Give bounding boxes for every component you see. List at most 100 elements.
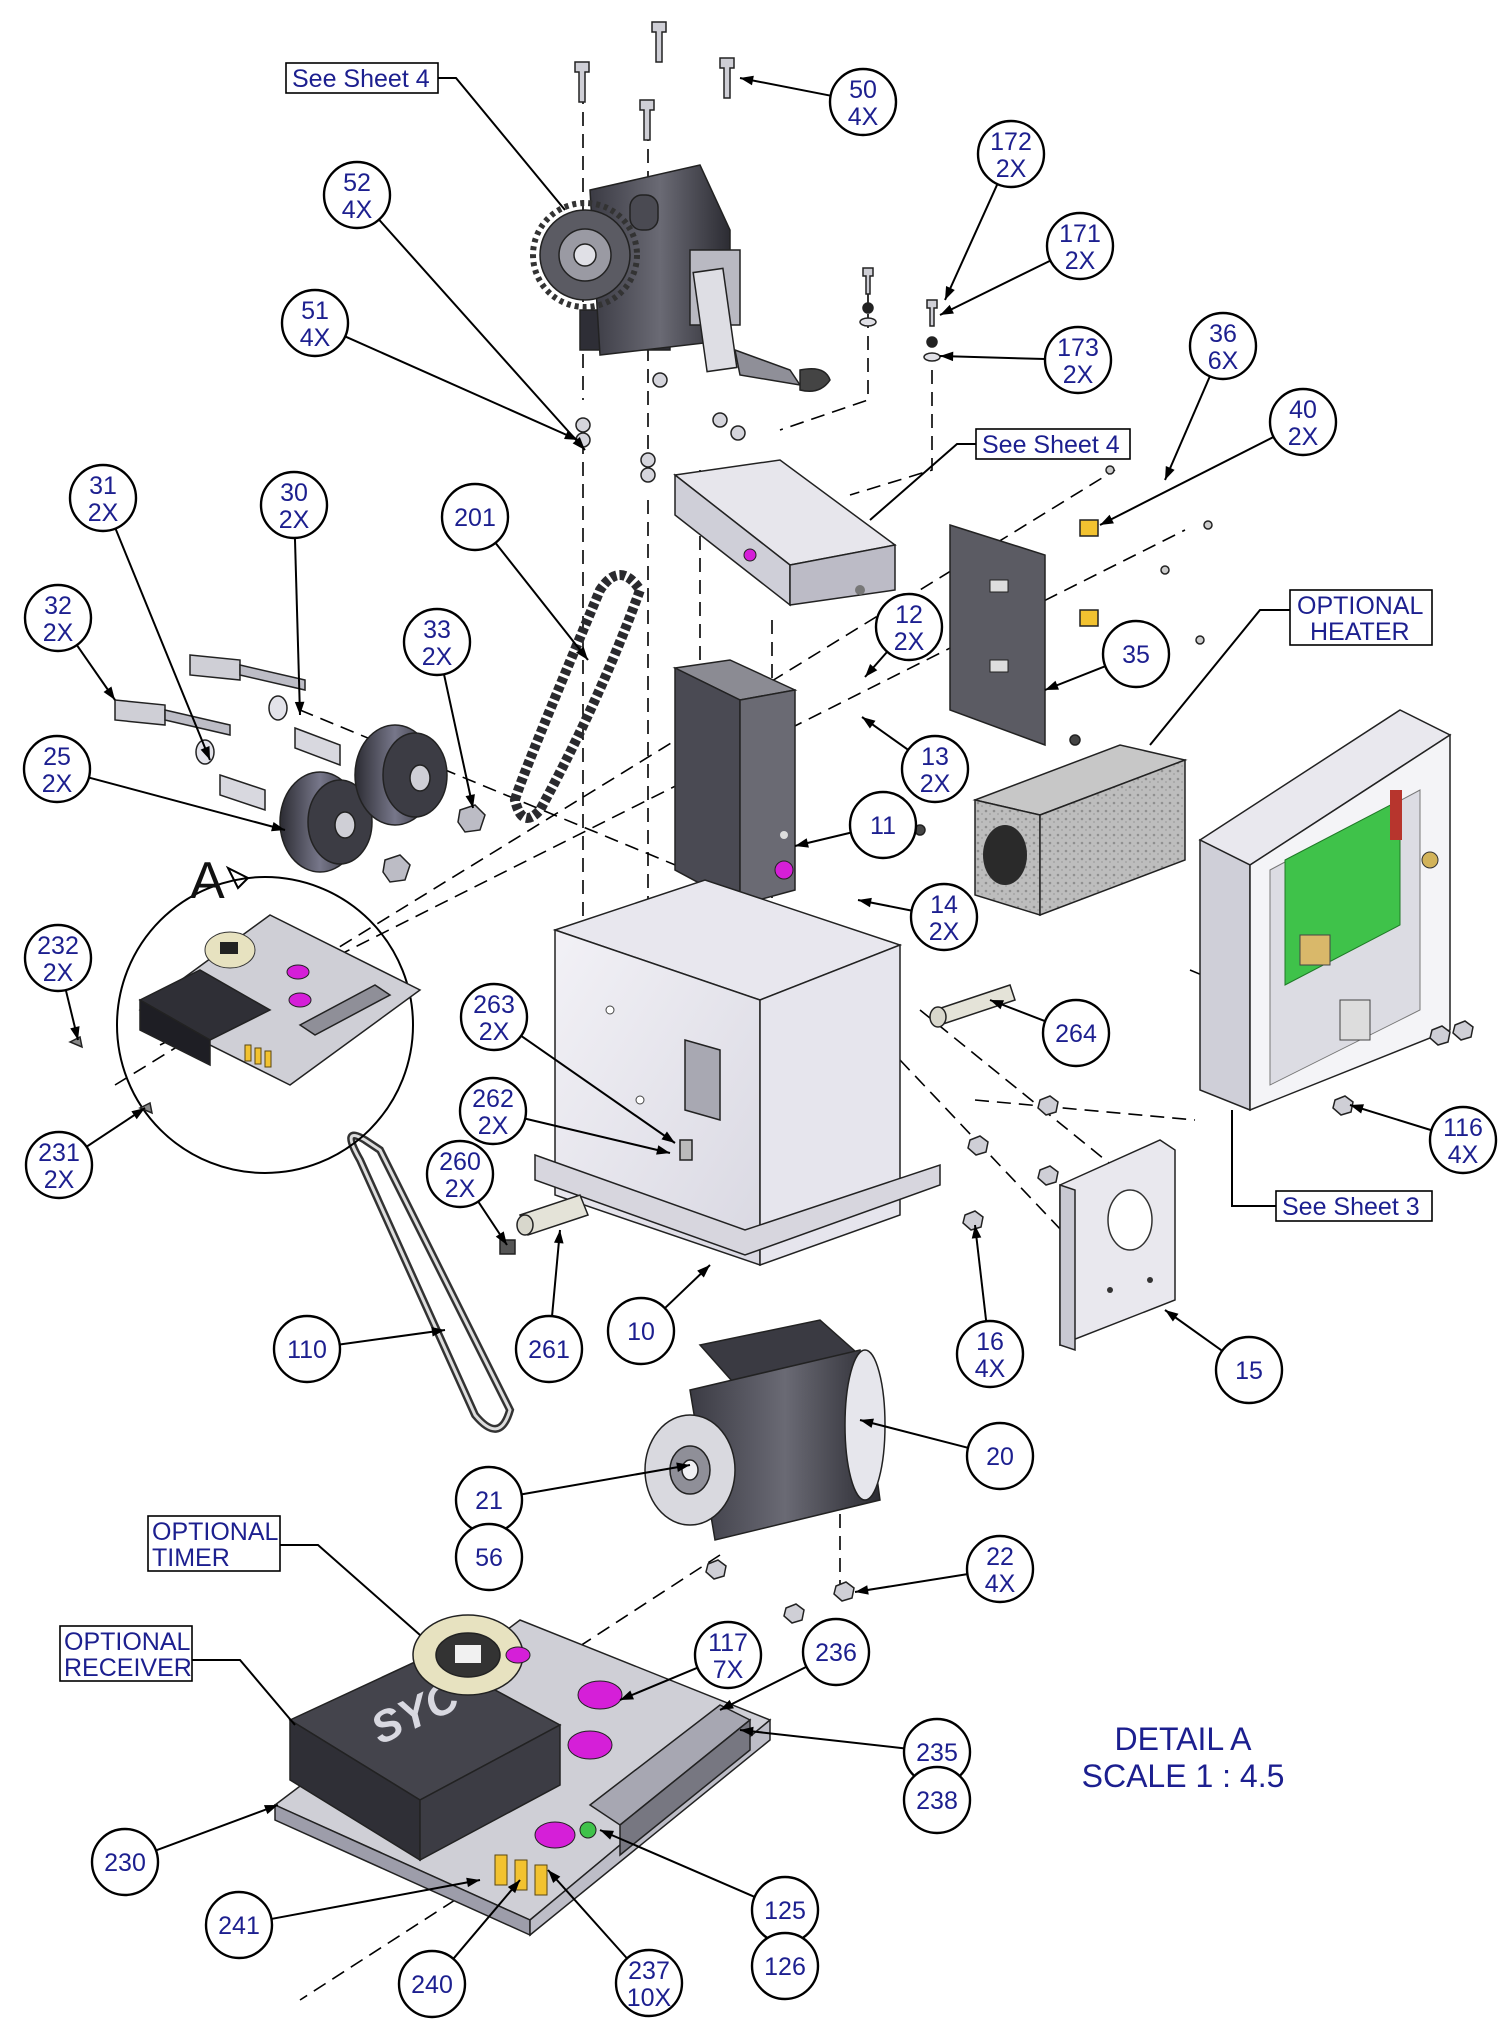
balloon-quantity: 2X bbox=[88, 499, 119, 527]
balloon-ring bbox=[874, 592, 944, 662]
balloon-number: 171 bbox=[1059, 220, 1101, 248]
detail-a-title: DETAIL A bbox=[1115, 1721, 1253, 1757]
balloon-quantity: 4X bbox=[342, 196, 373, 224]
idler-pulleys bbox=[114, 654, 486, 883]
balloon-quantity: 2X bbox=[1063, 361, 1094, 389]
leader-arrow-201 bbox=[576, 646, 588, 660]
balloon-quantity: 4X bbox=[300, 324, 331, 352]
note-optional-timer: OPTIONAL TIMER bbox=[147, 1515, 421, 1636]
balloon-ring bbox=[514, 1314, 584, 1384]
leader-16 bbox=[974, 1224, 988, 1322]
leader-173 bbox=[939, 355, 1046, 361]
balloon-quantity: 2X bbox=[479, 1018, 510, 1046]
balloon-quantity: 2X bbox=[42, 770, 73, 798]
balloon-ring bbox=[204, 1890, 274, 1960]
balloon-201: 201 bbox=[440, 482, 510, 552]
balloon-number: 264 bbox=[1055, 1020, 1097, 1048]
detail-a-scale: SCALE 1 : 4.5 bbox=[1082, 1758, 1285, 1794]
balloon-ring bbox=[965, 1421, 1035, 1491]
leader-235 bbox=[739, 1729, 905, 1750]
balloon-ring bbox=[1043, 325, 1113, 395]
leader-arrow-51 bbox=[564, 430, 578, 440]
balloon-quantity: 2X bbox=[478, 1112, 509, 1140]
leader-262 bbox=[524, 1117, 671, 1154]
note-see-sheet-3: See Sheet 3 bbox=[1231, 1110, 1433, 1222]
electrical-cover-box bbox=[673, 459, 897, 607]
balloon-quantity: 4X bbox=[985, 1570, 1016, 1598]
balloon-number: 110 bbox=[287, 1336, 327, 1364]
balloon-number: 51 bbox=[301, 297, 329, 325]
v-belt bbox=[347, 1131, 515, 1433]
leader-arrow-30 bbox=[294, 701, 305, 715]
balloon-ring bbox=[1045, 211, 1115, 281]
balloon-ring bbox=[402, 607, 472, 677]
balloon-quantity: 2X bbox=[445, 1175, 476, 1203]
svg-text:OPTIONAL: OPTIONAL bbox=[1297, 592, 1424, 620]
drive-chain bbox=[509, 570, 646, 823]
leader-33 bbox=[443, 674, 474, 809]
balloon-ring bbox=[440, 482, 510, 552]
leader-arrow-31 bbox=[200, 746, 210, 760]
balloon-125: 125 bbox=[750, 1875, 820, 1945]
balloon-ring bbox=[955, 1319, 1025, 1389]
balloon-number: 231 bbox=[38, 1139, 80, 1167]
leader-arrow-172 bbox=[945, 286, 955, 300]
leader-arrow-171 bbox=[940, 304, 954, 315]
balloon-quantity: 4X bbox=[848, 103, 879, 131]
balloon-quantity: 2X bbox=[920, 770, 951, 798]
leader-arrow-32 bbox=[103, 686, 115, 700]
leader-arrow-12 bbox=[865, 663, 878, 677]
balloon-number: 11 bbox=[870, 812, 896, 840]
leader-171 bbox=[939, 259, 1051, 316]
leader-arrow-261 bbox=[554, 1230, 564, 1244]
leader-arrow-25 bbox=[271, 821, 285, 832]
leader-110 bbox=[339, 1329, 446, 1346]
balloon-number: 20 bbox=[986, 1443, 1014, 1471]
balloon-quantity: 2X bbox=[1288, 423, 1319, 451]
balloon-ring bbox=[1268, 387, 1338, 457]
balloon-35: 35 bbox=[1101, 619, 1171, 689]
balloon-leaders bbox=[64, 75, 1432, 1960]
balloon-quantity: 4X bbox=[1448, 1141, 1479, 1169]
balloons: 504X524X514X1722X1712X1732X366X402X312X3… bbox=[22, 67, 1498, 2019]
svg-text:TIMER: TIMER bbox=[152, 1544, 230, 1572]
svg-text:OPTIONAL: OPTIONAL bbox=[152, 1518, 279, 1546]
balloon-ring bbox=[900, 734, 970, 804]
balloon-number: 230 bbox=[104, 1849, 146, 1877]
leader-arrow-232 bbox=[70, 1026, 80, 1040]
balloon-230: 230 bbox=[90, 1827, 160, 1897]
balloon-quantity: 2X bbox=[44, 1166, 75, 1194]
leader-arrow-117 bbox=[620, 1690, 634, 1700]
leader-arrow-231 bbox=[131, 1108, 145, 1120]
leader-arrow-13 bbox=[862, 717, 876, 729]
leader-241 bbox=[271, 1879, 481, 1920]
balloon-126: 126 bbox=[750, 1931, 820, 2001]
leader-arrow-10 bbox=[697, 1265, 710, 1278]
balloon-ring bbox=[454, 1522, 524, 1592]
leader-arrow-260 bbox=[495, 1231, 507, 1245]
motor bbox=[644, 1319, 886, 1541]
leader-20 bbox=[859, 1419, 969, 1449]
balloon-quantity: 2X bbox=[43, 619, 74, 647]
leader-116 bbox=[1349, 1104, 1432, 1132]
leader-arrow-15 bbox=[1165, 1310, 1179, 1322]
balloon-number: 125 bbox=[764, 1897, 806, 1925]
terminal-plate bbox=[914, 465, 1213, 836]
leader-arrow-16 bbox=[971, 1225, 982, 1239]
balloon-number: 10 bbox=[627, 1318, 655, 1346]
balloon-number: 232 bbox=[37, 932, 79, 960]
svg-text:See Sheet 3: See Sheet 3 bbox=[1282, 1193, 1420, 1221]
leader-261 bbox=[551, 1229, 561, 1317]
note-see-sheet-4-mid: See Sheet 4 bbox=[869, 428, 1131, 521]
leader-25 bbox=[88, 776, 286, 831]
balloon-number: 262 bbox=[472, 1085, 514, 1113]
